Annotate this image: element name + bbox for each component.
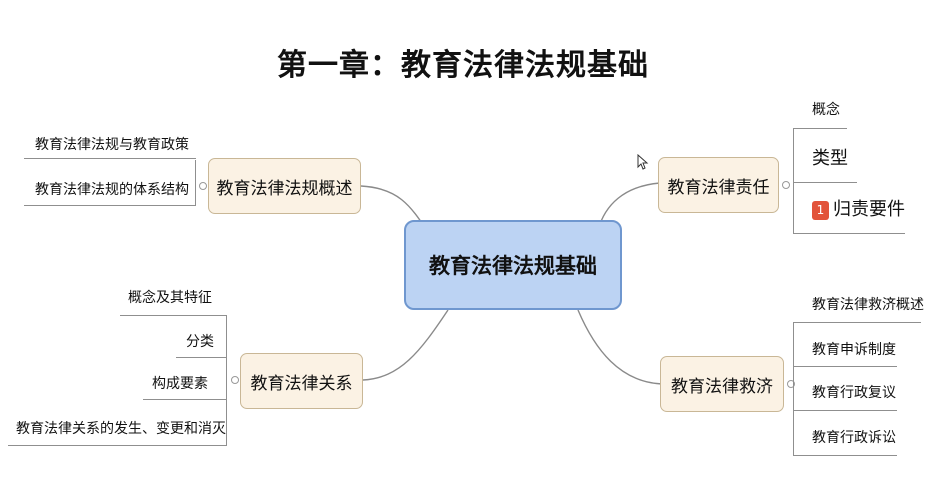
leaf-underline — [793, 182, 857, 183]
collapse-toggle-relation[interactable] — [231, 376, 239, 384]
leaf-bracket-overview — [195, 160, 196, 206]
branch-responsibility-label: 教育法律责任 — [667, 177, 770, 198]
leaf-underline — [793, 455, 897, 456]
priority-1-icon: 1 — [812, 201, 829, 220]
collapse-toggle-responsibility[interactable] — [782, 181, 790, 189]
leaf-bracket-relation — [226, 316, 227, 446]
leaf-overview-1[interactable]: 教育法律法规与教育政策 — [35, 137, 189, 153]
leaf-relation-4[interactable]: 教育法律关系的发生、变更和消灭 — [16, 421, 226, 437]
branch-relief-label: 教育法律救济 — [671, 376, 773, 397]
leaf-relation-1[interactable]: 概念及其特征 — [128, 290, 212, 306]
leaf-underline — [793, 322, 921, 323]
leaf-underline — [120, 315, 227, 316]
branch-overview[interactable]: 教育法律法规概述 — [208, 158, 361, 214]
leaf-responsibility-1[interactable]: 概念 — [812, 102, 840, 118]
leaf-underline — [793, 128, 847, 129]
leaf-underline — [143, 399, 227, 400]
branch-relation-label: 教育法律关系 — [250, 373, 353, 394]
leaf-relief-2[interactable]: 教育申诉制度 — [812, 342, 896, 358]
leaf-underline — [176, 357, 227, 358]
leaf-underline — [24, 205, 196, 206]
leaf-underline — [24, 158, 196, 159]
leaf-relief-4[interactable]: 教育行政诉讼 — [812, 430, 896, 446]
leaf-relation-2[interactable]: 分类 — [186, 334, 214, 350]
leaf-responsibility-3: 归责要件 — [833, 199, 905, 220]
leaf-responsibility-2[interactable]: 类型 — [812, 148, 848, 169]
branch-relation[interactable]: 教育法律关系 — [240, 353, 363, 409]
leaf-underline — [793, 233, 905, 234]
branch-relief[interactable]: 教育法律救济 — [660, 356, 784, 412]
connector-relief — [577, 309, 663, 385]
leaf-underline — [793, 366, 897, 367]
leaf-underline — [8, 445, 227, 446]
collapse-toggle-overview[interactable] — [199, 182, 207, 190]
leaf-overview-2[interactable]: 教育法律法规的体系结构 — [35, 182, 189, 198]
central-topic[interactable]: 教育法律法规基础 — [404, 220, 622, 310]
leaf-relief-1[interactable]: 教育法律救济概述 — [812, 297, 924, 313]
leaf-bracket-relief — [793, 322, 794, 456]
branch-overview-label: 教育法律法规概述 — [216, 178, 353, 199]
collapse-toggle-relief[interactable] — [787, 380, 795, 388]
branch-responsibility[interactable]: 教育法律责任 — [658, 157, 779, 213]
leaf-relation-3[interactable]: 构成要素 — [152, 376, 208, 392]
mouse-cursor-icon — [637, 154, 649, 170]
leaf-bracket-responsibility — [793, 128, 794, 234]
leaf-underline — [793, 410, 897, 411]
diagram-title: 第一章：教育法律法规基础 — [277, 48, 649, 83]
leaf-relief-3[interactable]: 教育行政复议 — [812, 385, 896, 401]
connector-relation — [362, 309, 449, 381]
